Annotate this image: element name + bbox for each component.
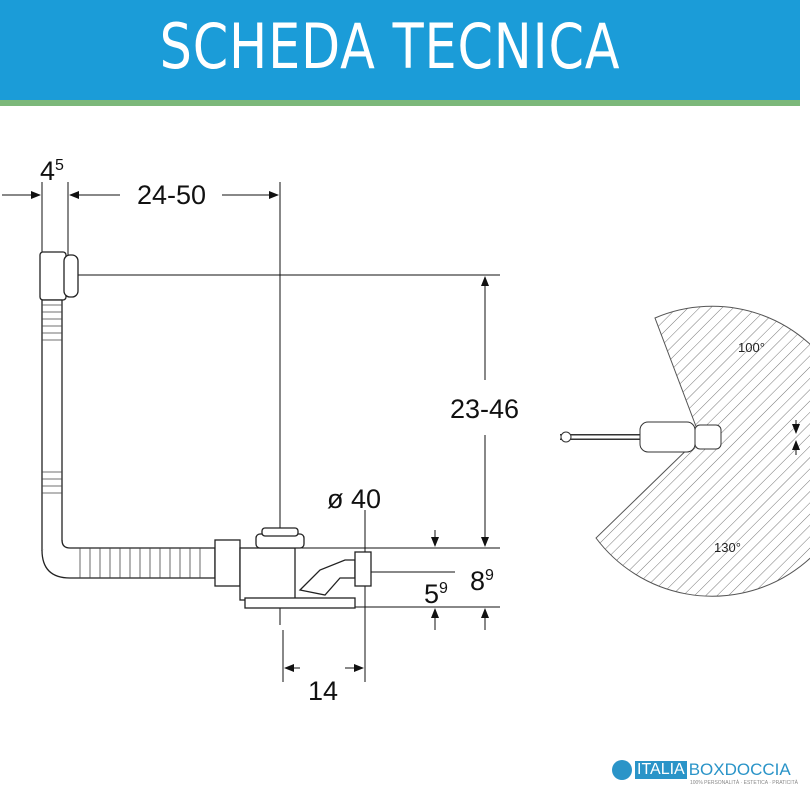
bath-drain-assembly — [39, 251, 372, 609]
angle-100: 100° — [738, 340, 765, 355]
dim-overflow-depth: 45 — [40, 156, 64, 186]
corrugation — [42, 304, 201, 578]
angle-130: 130° — [714, 540, 741, 555]
dim-offset: 14 — [308, 676, 338, 706]
water-drop-icon — [612, 760, 632, 780]
rotation-diagram: 100° 130° — [560, 305, 810, 597]
brand-logo: ITALIA BOXDOCCIA — [612, 760, 791, 780]
page-title: SCHEDA TECNICA — [159, 10, 621, 83]
dim-height-8-9: 89 — [470, 566, 494, 596]
dim-diameter: ø 40 — [327, 484, 381, 514]
dim-horizontal-range: 24-50 — [137, 180, 206, 210]
logo-tagline: 100% PERSONALITÀ · ESTETICA · PRATICITÀ — [690, 780, 798, 786]
header-banner — [0, 0, 800, 100]
dim-vertical-range: 23-46 — [450, 394, 519, 424]
header-accent-strip — [0, 100, 800, 106]
dim-height-5-9: 59 — [424, 579, 448, 609]
